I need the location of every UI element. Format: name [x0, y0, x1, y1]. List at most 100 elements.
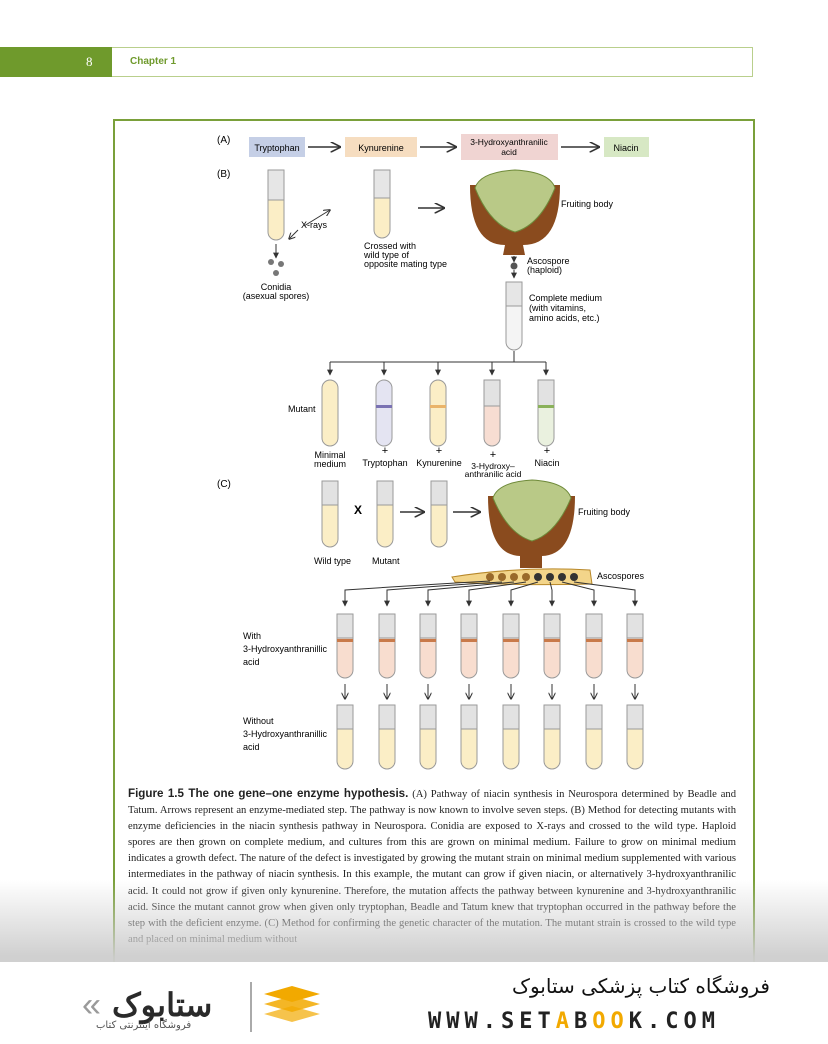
footer-banner: [0, 962, 828, 1044]
plus-sign: +: [544, 445, 550, 457]
fruiting-body: [488, 479, 575, 568]
test-tube: [419, 704, 437, 770]
crossed-label: wild type of: [363, 250, 410, 260]
medium-label: 3-Hydroxy–: [471, 461, 515, 471]
conidia-spore: [273, 270, 279, 276]
test-tube: [502, 613, 520, 679]
test-tube: [505, 281, 523, 351]
mutant-label: Mutant: [372, 556, 400, 566]
ascospores-label: Ascospores: [597, 571, 645, 581]
store-name: فروشگاه کتاب پزشکی ستابوک: [512, 974, 770, 998]
pathway-box-tryptophan: [249, 137, 305, 157]
tube-grid: [336, 613, 644, 770]
conidia-spore: [278, 261, 284, 267]
complete-medium-label: amino acids, etc.): [529, 313, 600, 323]
ascospore-sublabel: (haploid): [527, 265, 562, 275]
book-stack-icon: [264, 986, 320, 1022]
pathway-box-hydroxy: [461, 134, 558, 160]
plus-sign: +: [490, 449, 496, 461]
fruiting-body-label: Fruiting body: [578, 507, 631, 517]
xray-arrow: [289, 229, 299, 239]
setabook-logo: « ستابوک: [82, 982, 320, 1032]
pathway-box-kynurenine: [345, 137, 417, 157]
test-tube: [375, 379, 393, 447]
pathway-box-niacin: [604, 137, 649, 157]
test-tube: [336, 704, 354, 770]
test-tube: [460, 704, 478, 770]
wild-type-label: Wild type: [314, 556, 351, 566]
pathway-label-tryptophan: Tryptophan: [254, 143, 299, 153]
page-fade: [0, 880, 828, 970]
figure-frame: [113, 119, 755, 991]
medium-label-line2: medium: [314, 459, 346, 469]
test-tube: [378, 704, 396, 770]
panel-a-label: (A): [217, 135, 230, 146]
complete-medium-label: (with vitamins,: [529, 303, 586, 313]
distribution-arrows: [342, 580, 638, 607]
test-tube: [483, 379, 501, 447]
fruiting-body-label: Fruiting body: [561, 199, 614, 209]
test-tube: [373, 169, 391, 239]
arrow: [303, 210, 330, 227]
pathway-label-kynurenine: Kynurenine: [358, 143, 404, 153]
test-tube: [626, 704, 644, 770]
test-tube: [378, 613, 396, 679]
ascospore-label: Ascospore: [527, 256, 570, 266]
logo-chevrons-icon: «: [82, 986, 101, 1024]
header-bar: [112, 47, 753, 77]
pathway-label-hydroxy-line2: acid: [501, 147, 517, 157]
complete-medium-label: Complete medium: [529, 293, 602, 303]
logo-wordmark-icon: ستابوک: [112, 987, 212, 1025]
chapter-label: Chapter 1: [130, 56, 177, 67]
test-tube: [543, 613, 561, 679]
pathway-label-hydroxy: 3-Hydroxyanthranilic: [470, 137, 548, 147]
test-tube: [537, 379, 555, 447]
header-green-block: [0, 47, 112, 77]
medium-label: Kynurenine: [416, 458, 462, 468]
test-tube: [460, 613, 478, 679]
test-tube: [429, 379, 447, 447]
with-label: acid: [243, 657, 260, 667]
test-tube: [376, 480, 394, 548]
plus-sign: +: [382, 445, 388, 457]
page-number: 8: [86, 54, 93, 69]
medium-label: Tryptophan: [362, 458, 407, 468]
panel-c-label: (C): [217, 479, 231, 490]
without-label: 3-Hydroxyanthranillic: [243, 729, 328, 739]
crossed-label: Crossed with: [364, 241, 416, 251]
crossed-label: opposite mating type: [364, 259, 447, 269]
test-tube: [585, 613, 603, 679]
test-tube: [321, 480, 339, 548]
medium-label: Niacin: [534, 458, 559, 468]
logo-divider: [250, 982, 252, 1032]
store-url: WWW.SETABOOK.COM: [428, 1009, 720, 1034]
medium-label-line2: anthranilic acid: [465, 469, 522, 479]
caption-title: Figure 1.5 The one gene–one enzyme hypot…: [128, 787, 409, 800]
with-label: 3-Hydroxyanthranillic: [243, 644, 328, 654]
medium-label: Minimal: [314, 450, 345, 460]
test-tube: [336, 613, 354, 679]
xrays-label: X-rays: [301, 220, 328, 230]
plus-sign: +: [436, 445, 442, 457]
cross-symbol: X: [354, 503, 362, 517]
test-tube: [321, 379, 339, 447]
test-tube: [419, 613, 437, 679]
with-label: With: [243, 631, 261, 641]
fruiting-body: [470, 169, 560, 255]
test-tube: [267, 169, 285, 241]
conidia-sublabel: (asexual spores): [243, 291, 310, 301]
mutant-label: Mutant: [288, 404, 316, 414]
conidia-spore: [268, 259, 274, 265]
without-label: Without: [243, 716, 274, 726]
conidia-label: Conidia: [261, 282, 292, 292]
pathway-label-niacin: Niacin: [613, 143, 638, 153]
without-label: acid: [243, 742, 260, 752]
test-tube: [626, 613, 644, 679]
ascospore: [510, 262, 518, 270]
test-tube: [430, 480, 448, 548]
test-tube: [543, 704, 561, 770]
logo-subtitle: فروشگاه اینترنتی کتاب: [96, 1020, 192, 1031]
panel-b-label: (B): [217, 169, 230, 180]
test-tube: [502, 704, 520, 770]
